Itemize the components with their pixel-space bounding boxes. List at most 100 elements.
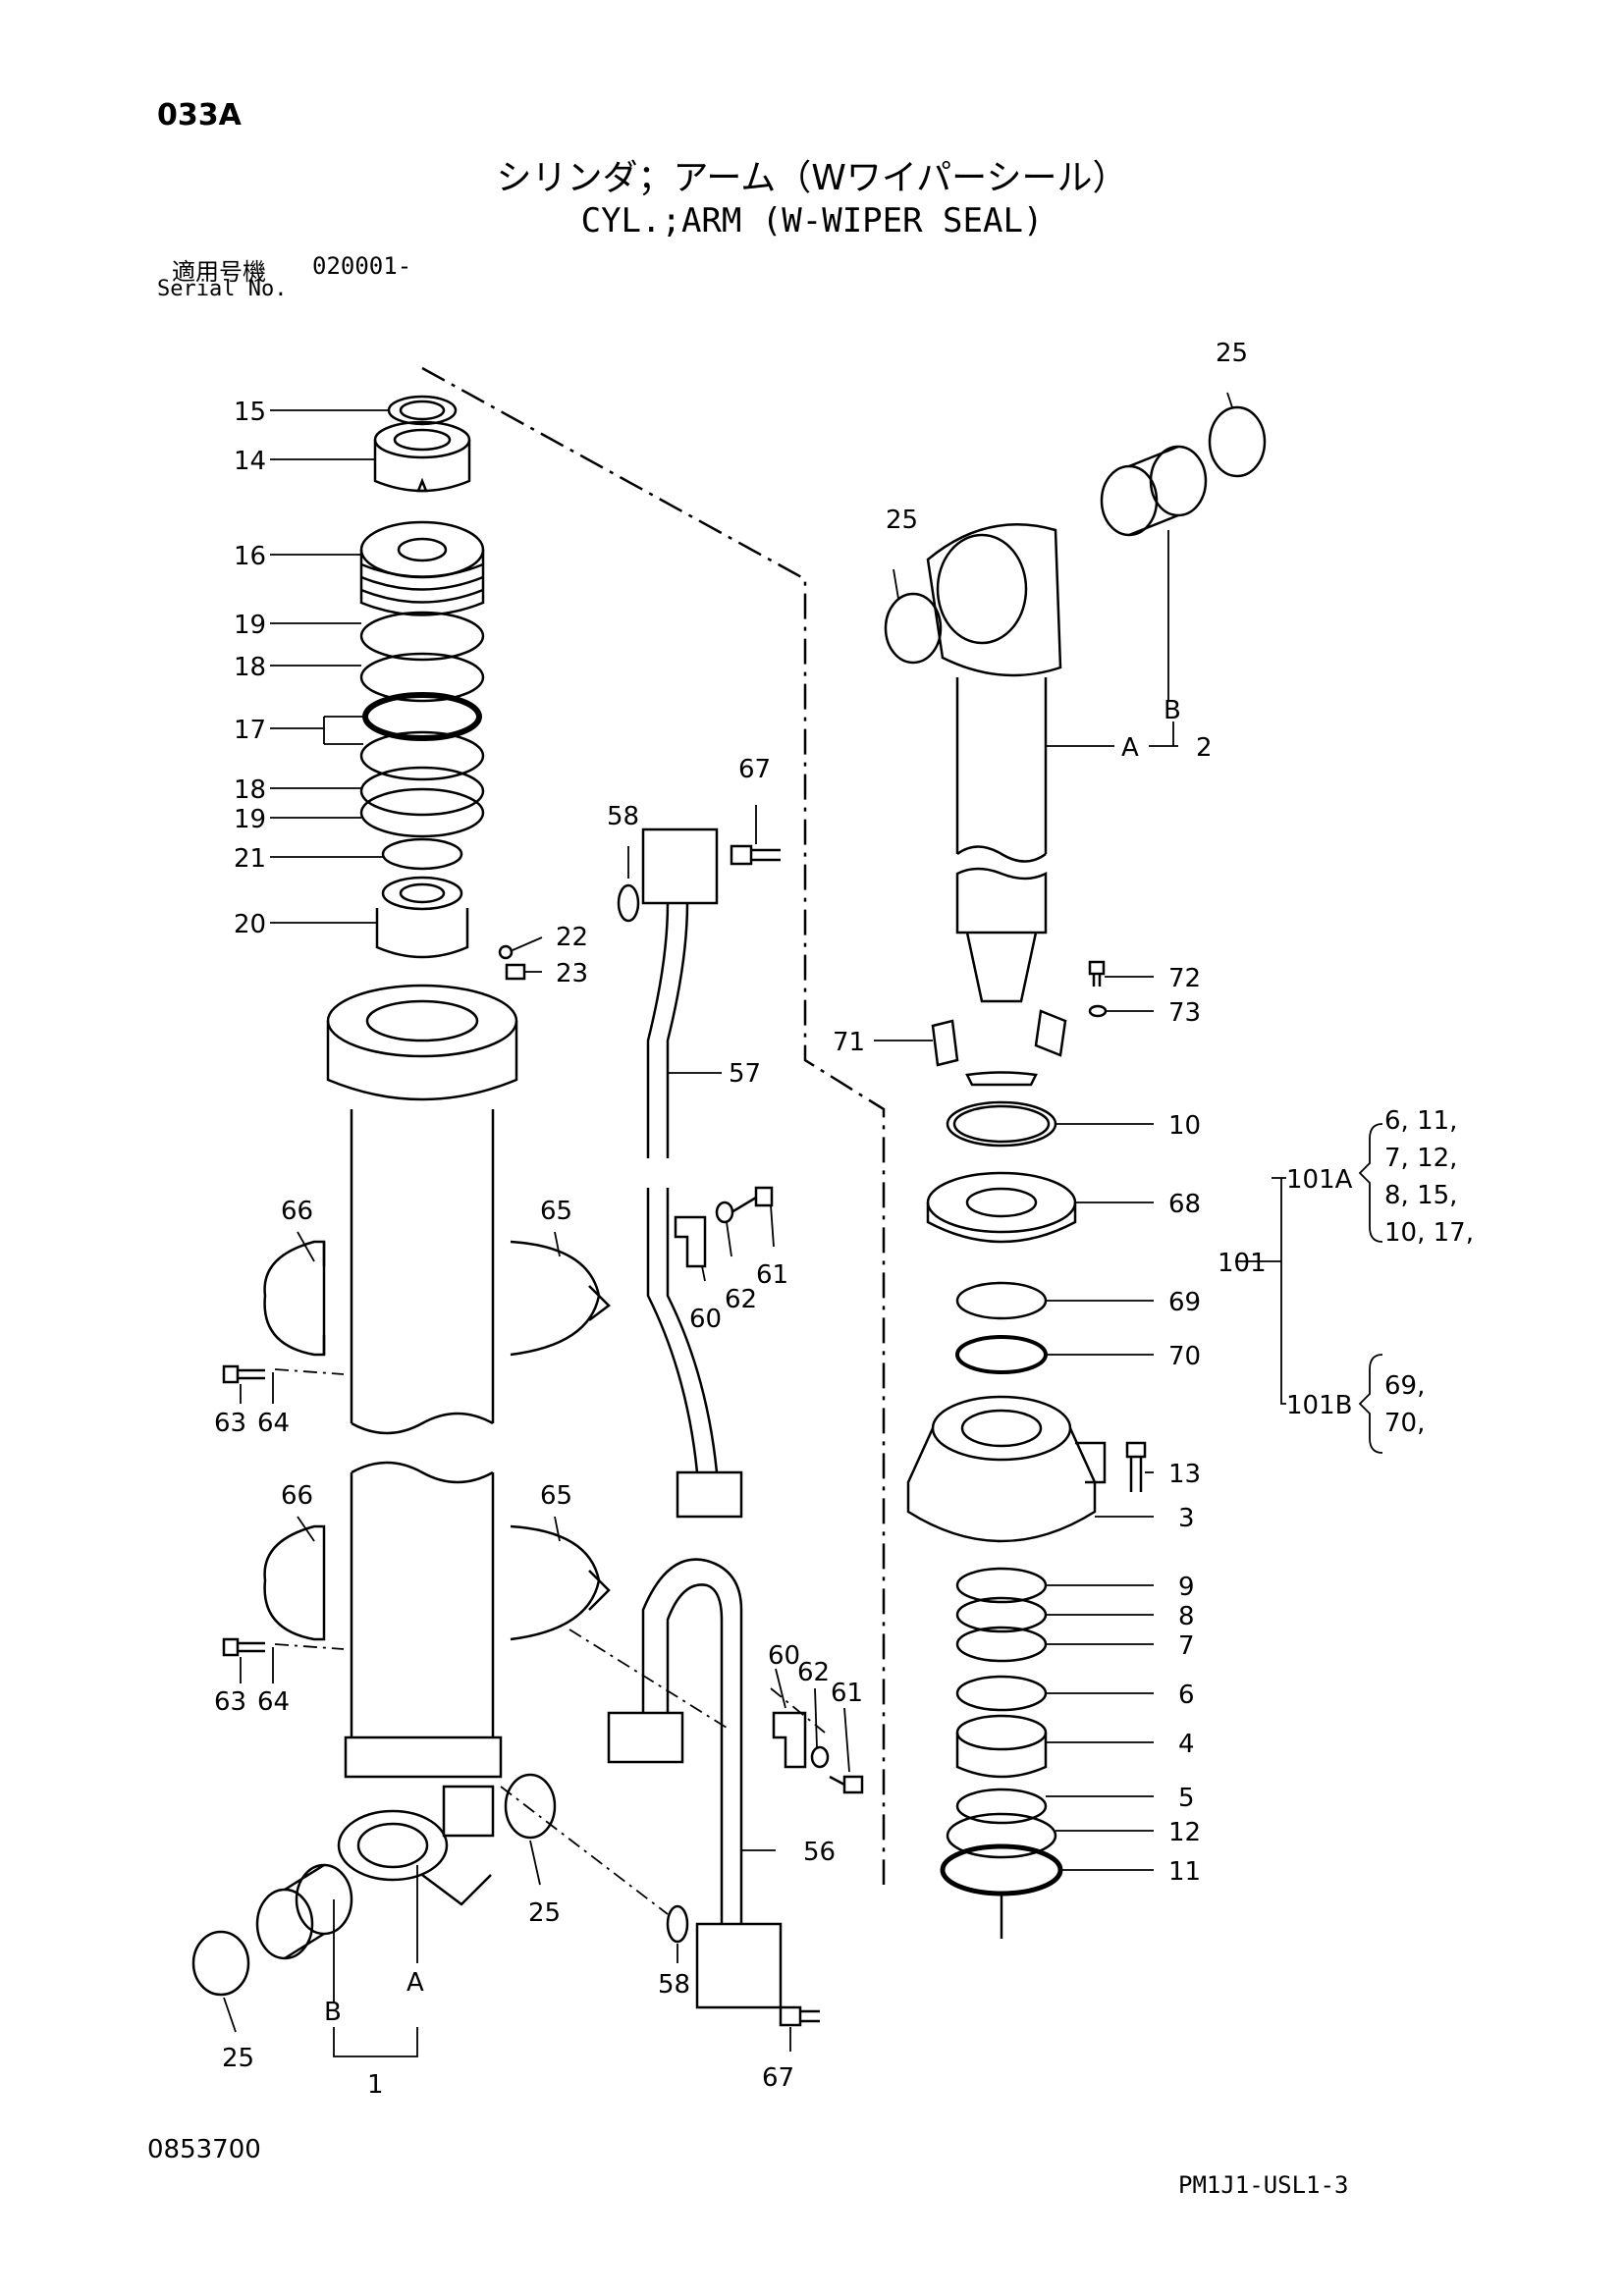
callout-2: 2 bbox=[1196, 733, 1213, 763]
callout-A-right: A bbox=[1121, 733, 1139, 763]
part-61-bolt-lower bbox=[829, 1775, 864, 1794]
callout-13: 13 bbox=[1168, 1460, 1201, 1489]
kit-101A: 101A bbox=[1286, 1165, 1353, 1195]
callout-25-bottom-mid: 25 bbox=[528, 1898, 561, 1928]
part-19-backup-ring-lower bbox=[359, 787, 485, 838]
callout-60-lower: 60 bbox=[768, 1641, 800, 1671]
callout-8: 8 bbox=[1178, 1602, 1195, 1631]
callout-71: 71 bbox=[833, 1028, 865, 1057]
callout-60-upper: 60 bbox=[689, 1305, 722, 1334]
callout-19-lower: 19 bbox=[234, 805, 266, 834]
kit-101: 101 bbox=[1218, 1249, 1267, 1278]
part-bushing-left bbox=[255, 1863, 353, 1960]
kit-101B-item-2: 70, bbox=[1384, 1409, 1425, 1438]
part-66-clamp-upper bbox=[263, 1240, 326, 1357]
part-25-seal-left bbox=[191, 1930, 250, 1997]
callout-21: 21 bbox=[234, 844, 266, 874]
part-62-washer-upper bbox=[715, 1201, 734, 1224]
part-15-dust-seal bbox=[387, 395, 458, 426]
part-18-ring-lower bbox=[359, 766, 485, 817]
part-58-o-ring-lower bbox=[666, 1904, 689, 1944]
callout-25-top-right: 25 bbox=[1216, 339, 1248, 368]
part-16-cylinder-head bbox=[359, 520, 485, 616]
callout-3: 3 bbox=[1178, 1504, 1195, 1533]
callout-18-upper: 18 bbox=[234, 653, 266, 682]
callout-56: 56 bbox=[803, 1838, 836, 1867]
part-60-bracket-upper bbox=[674, 1215, 707, 1268]
part-65-clamp-lower bbox=[510, 1524, 611, 1641]
callout-22: 22 bbox=[556, 923, 588, 952]
callout-72: 72 bbox=[1168, 964, 1201, 993]
callout-65-upper: 65 bbox=[540, 1197, 572, 1226]
callout-62-lower: 62 bbox=[797, 1658, 830, 1687]
kit-101A-item-1: 6, 11, bbox=[1384, 1106, 1457, 1136]
callout-9: 9 bbox=[1178, 1573, 1195, 1602]
part-22-ball bbox=[498, 944, 514, 960]
part-1-cylinder-tube bbox=[326, 984, 518, 1906]
part-60-bracket-lower bbox=[772, 1711, 807, 1769]
callout-67-upper: 67 bbox=[738, 755, 771, 784]
kit-101B-item-1: 69, bbox=[1384, 1371, 1425, 1401]
callout-67-lower: 67 bbox=[762, 2063, 794, 2093]
callout-19-upper: 19 bbox=[234, 611, 266, 640]
part-63-bolt-upper bbox=[222, 1364, 265, 1384]
callout-66-lower: 66 bbox=[281, 1481, 313, 1511]
part-72-bolt bbox=[1088, 960, 1106, 987]
part-14-bushing bbox=[373, 420, 471, 493]
serial-label-japanese: 適用号機 bbox=[172, 258, 266, 286]
callout-B-left: B bbox=[324, 1998, 342, 2027]
callout-73: 73 bbox=[1168, 998, 1201, 1028]
kit-101A-item-2: 7, 12, bbox=[1384, 1144, 1457, 1173]
callout-25-top-left: 25 bbox=[886, 506, 918, 535]
part-67-bolt-upper bbox=[730, 844, 781, 866]
callout-23: 23 bbox=[556, 959, 588, 988]
part-73-washer bbox=[1088, 1004, 1108, 1018]
part-18-ring-upper bbox=[359, 652, 485, 703]
kit-101B: 101B bbox=[1286, 1391, 1352, 1420]
part-69-ring bbox=[955, 1281, 1048, 1320]
callout-16: 16 bbox=[234, 542, 266, 571]
kit-101A-item-3: 8, 15, bbox=[1384, 1181, 1457, 1210]
callout-B-right: B bbox=[1164, 696, 1181, 725]
part-58-o-ring-upper bbox=[617, 883, 640, 923]
part-71-split-ring bbox=[931, 1009, 1067, 1087]
part-25-seal-mid bbox=[504, 1773, 557, 1840]
callout-65-lower: 65 bbox=[540, 1481, 572, 1511]
callout-7: 7 bbox=[1178, 1631, 1195, 1661]
callout-A-left: A bbox=[406, 1968, 424, 1998]
callout-63-upper: 63 bbox=[214, 1409, 246, 1438]
callout-10: 10 bbox=[1168, 1111, 1201, 1141]
callout-1: 1 bbox=[367, 2070, 384, 2100]
document-number: 0853700 bbox=[147, 2135, 261, 2164]
callout-17: 17 bbox=[234, 716, 266, 745]
part-19-backup-ring-upper bbox=[359, 611, 485, 662]
serial-value: 020001- bbox=[312, 252, 412, 280]
title-english: CYL.;ARM (W-WIPER SEAL) bbox=[580, 201, 1044, 240]
kit-101A-item-4: 10, 17, bbox=[1384, 1218, 1474, 1248]
part-piston-end bbox=[955, 867, 1048, 1003]
callout-64-upper: 64 bbox=[257, 1409, 290, 1438]
callout-63-lower: 63 bbox=[214, 1687, 246, 1717]
part-61-bolt-upper bbox=[731, 1186, 774, 1214]
part-20-nut bbox=[375, 876, 469, 959]
callout-labels: 15 14 16 19 18 17 18 19 21 20 22 23 66 6… bbox=[214, 339, 1474, 2100]
callout-25-bottom-left: 25 bbox=[222, 2044, 254, 2073]
callout-61-lower: 61 bbox=[831, 1679, 863, 1708]
part-56-pipe bbox=[607, 1558, 783, 2009]
part-63-bolt-lower bbox=[222, 1637, 265, 1657]
callout-62-upper: 62 bbox=[725, 1285, 757, 1314]
callout-12: 12 bbox=[1168, 1818, 1201, 1847]
callout-11: 11 bbox=[1168, 1857, 1201, 1887]
part-67-bolt-lower bbox=[779, 2005, 820, 2027]
callout-70: 70 bbox=[1168, 1342, 1201, 1371]
part-11-o-ring bbox=[940, 1843, 1063, 1896]
part-6-ring bbox=[955, 1675, 1048, 1712]
assembly-centerline bbox=[421, 366, 886, 1885]
part-10-ring-inner bbox=[952, 1104, 1051, 1144]
callout-69: 69 bbox=[1168, 1288, 1201, 1317]
callout-58-upper: 58 bbox=[607, 802, 639, 831]
callout-68: 68 bbox=[1168, 1190, 1201, 1219]
part-bushing-right bbox=[1100, 445, 1208, 537]
callout-4: 4 bbox=[1178, 1730, 1195, 1759]
